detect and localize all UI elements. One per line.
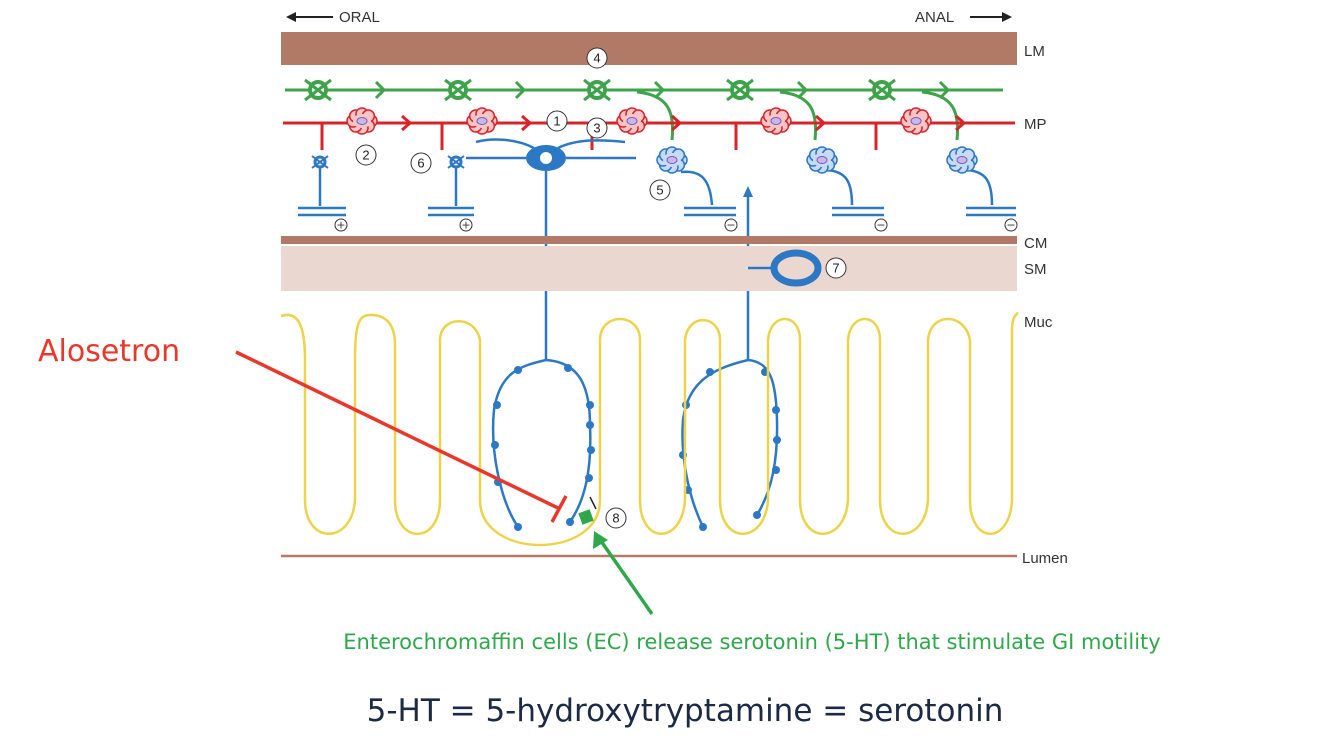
ascending-arrow-head [743,186,753,197]
nerve-ending-dot [586,401,594,409]
marker-6: 6 [417,156,424,171]
nerve-ending-dot [566,518,574,526]
sign-markers: + + − − − [334,218,1018,232]
nerve-ending-dot [514,523,522,531]
serotonin-definition: 5-HT = 5-hydroxytryptamine = serotonin [367,693,1004,729]
nerve-ending-dot [773,436,781,444]
anal-label: ANAL [915,9,954,26]
muc-label: Muc [1024,314,1053,331]
inhibitory-neuron-cells [656,146,978,174]
submucosal-neuron [748,249,822,287]
inhibitory-sign-2: − [876,219,885,232]
nerve-ending-dot [514,366,522,374]
longitudinal-muscle-layer [281,32,1017,65]
nerve-ending-dot [493,401,501,409]
interneuron-cell [583,78,675,141]
nerve-ending-dot [564,364,572,372]
motor-neuron-chain [283,107,1015,150]
nerve-ending-dot [491,441,499,449]
oral-direction: ORAL [286,9,380,26]
enterochromaffin-cell [578,509,594,525]
interneuron-cell [444,78,527,102]
release-arrow [589,496,597,510]
motor-neuron-cell [440,107,533,150]
nerve-ending-dot [585,474,593,482]
mp-label: MP [1024,116,1047,133]
interneuron-cell [868,78,960,141]
oral-label: ORAL [339,9,380,26]
nerve-ending-dot [587,446,595,454]
small-neuron-cell [311,155,329,169]
excitatory-sign-1: + [336,219,345,232]
marker-8: 8 [612,511,619,526]
villus-nerve-endings [491,364,781,531]
nerve-ending-dot [772,406,780,414]
nerve-ending-dot [753,511,761,519]
circular-muscle-layer [281,236,1017,244]
motor-neuron-cell [320,107,413,150]
alosetron-block-arrow [235,350,568,523]
marker-4: 4 [593,51,600,66]
marker-2: 2 [362,148,369,163]
inhibitory-sign-3: − [1006,219,1015,232]
alosetron-label: Alosetron [38,334,180,369]
nerve-ending-dot [706,368,714,376]
small-neuron-cell [447,155,465,169]
mucosa-villi-outline [280,311,1019,547]
numbered-markers: 1 2 3 4 5 6 7 8 [355,47,847,529]
lm-label: LM [1024,43,1045,60]
inhibitory-neuron-cell [656,146,688,174]
ec-annotation-arrow [593,531,654,616]
inhibitory-neuron-cell [806,146,838,174]
marker-3: 3 [593,121,600,136]
interneuron-cell [726,78,818,141]
ec-note: Enterochromaffin cells (EC) release sero… [343,630,1160,654]
inhibitory-neuron-cell [946,146,978,174]
nerve-ending-dot [772,466,780,474]
submucosa-layer [281,246,1017,291]
marker-7: 7 [832,261,839,276]
interneuron-chain [285,78,1003,141]
inhibitory-sign-1: − [726,219,735,232]
interneuron-cell [304,78,387,102]
lumen-label: Lumen [1022,550,1068,567]
cm-label: CM [1024,235,1047,252]
motor-neuron-cell [734,107,827,150]
marker-1: 1 [553,114,560,129]
marker-5: 5 [656,183,663,198]
motor-neuron-cell [590,107,683,150]
small-sensory-neurons [311,155,465,169]
anal-direction: ANAL [915,9,1012,26]
nerve-ending-dot [586,421,594,429]
nerve-ending-dot [699,523,707,531]
excitatory-sign-2: + [461,219,470,232]
sm-label: SM [1024,261,1047,278]
motor-neuron-cell [874,107,967,150]
